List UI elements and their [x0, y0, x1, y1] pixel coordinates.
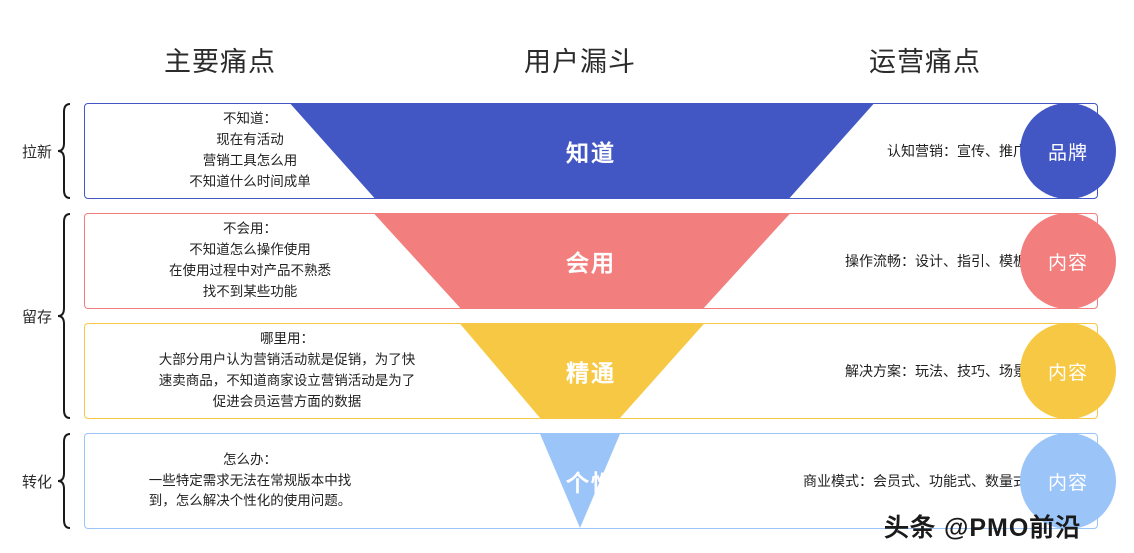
funnel-row[interactable]: 不会用： 不知道怎么操作使用 在使用过程中对产品不熟悉 找不到某些功能 会用 操… — [84, 213, 1098, 309]
funnel-row[interactable]: 不知道： 现在有活动 营销工具怎么用 不知道什么时间成单 知道 认知营销：宣传、… — [84, 103, 1098, 199]
outcome-circle-label: 品牌 — [1047, 142, 1088, 164]
column-headers: 主要痛点 用户漏斗 运营痛点 — [0, 0, 1134, 95]
funnel-shape — [85, 104, 1097, 198]
outcome-circle-content[interactable]: 内容 — [1020, 323, 1116, 419]
stage-bracket-retention: 留存 — [22, 213, 72, 419]
outcome-circle-content[interactable]: 内容 — [1020, 433, 1116, 529]
brace-icon — [56, 103, 72, 199]
stage-bracket-acquisition: 拉新 — [22, 103, 72, 199]
brace-icon — [56, 433, 72, 529]
funnel-rows: 不知道： 现在有活动 营销工具怎么用 不知道什么时间成单 知道 认知营销：宣传、… — [0, 95, 1134, 535]
funnel-row[interactable]: 哪里用： 大部分用户认为营销活动就是促销，为了快 速卖商品，不知道商家设立营销活… — [84, 323, 1098, 419]
watermark: 头条 @PMO前沿 — [884, 514, 1082, 542]
outcome-circle-label: 内容 — [1047, 252, 1088, 274]
header-user-funnel: 用户漏斗 — [524, 47, 636, 77]
funnel-shape — [85, 324, 1097, 418]
stage-bracket-label: 留存 — [22, 308, 53, 326]
header-main-pain-points: 主要痛点 — [164, 47, 276, 77]
outcome-circle-label: 内容 — [1047, 472, 1088, 494]
outcome-circle-brand[interactable]: 品牌 — [1020, 103, 1116, 199]
funnel-shape — [85, 434, 1097, 528]
outcome-circle-label: 内容 — [1047, 362, 1088, 384]
stage-bracket-label: 拉新 — [22, 143, 53, 161]
header-operation-pain-points: 运营痛点 — [869, 47, 981, 77]
funnel-shape — [85, 214, 1097, 308]
stage-bracket-conversion: 转化 — [22, 433, 72, 529]
stage-bracket-label: 转化 — [22, 473, 53, 491]
brace-icon — [56, 213, 72, 419]
outcome-circle-content[interactable]: 内容 — [1020, 213, 1116, 309]
funnel-row[interactable]: 怎么办： 一些特定需求无法在常规版本中找 到，怎么解决个性化的使用问题。 个性 … — [84, 433, 1098, 529]
